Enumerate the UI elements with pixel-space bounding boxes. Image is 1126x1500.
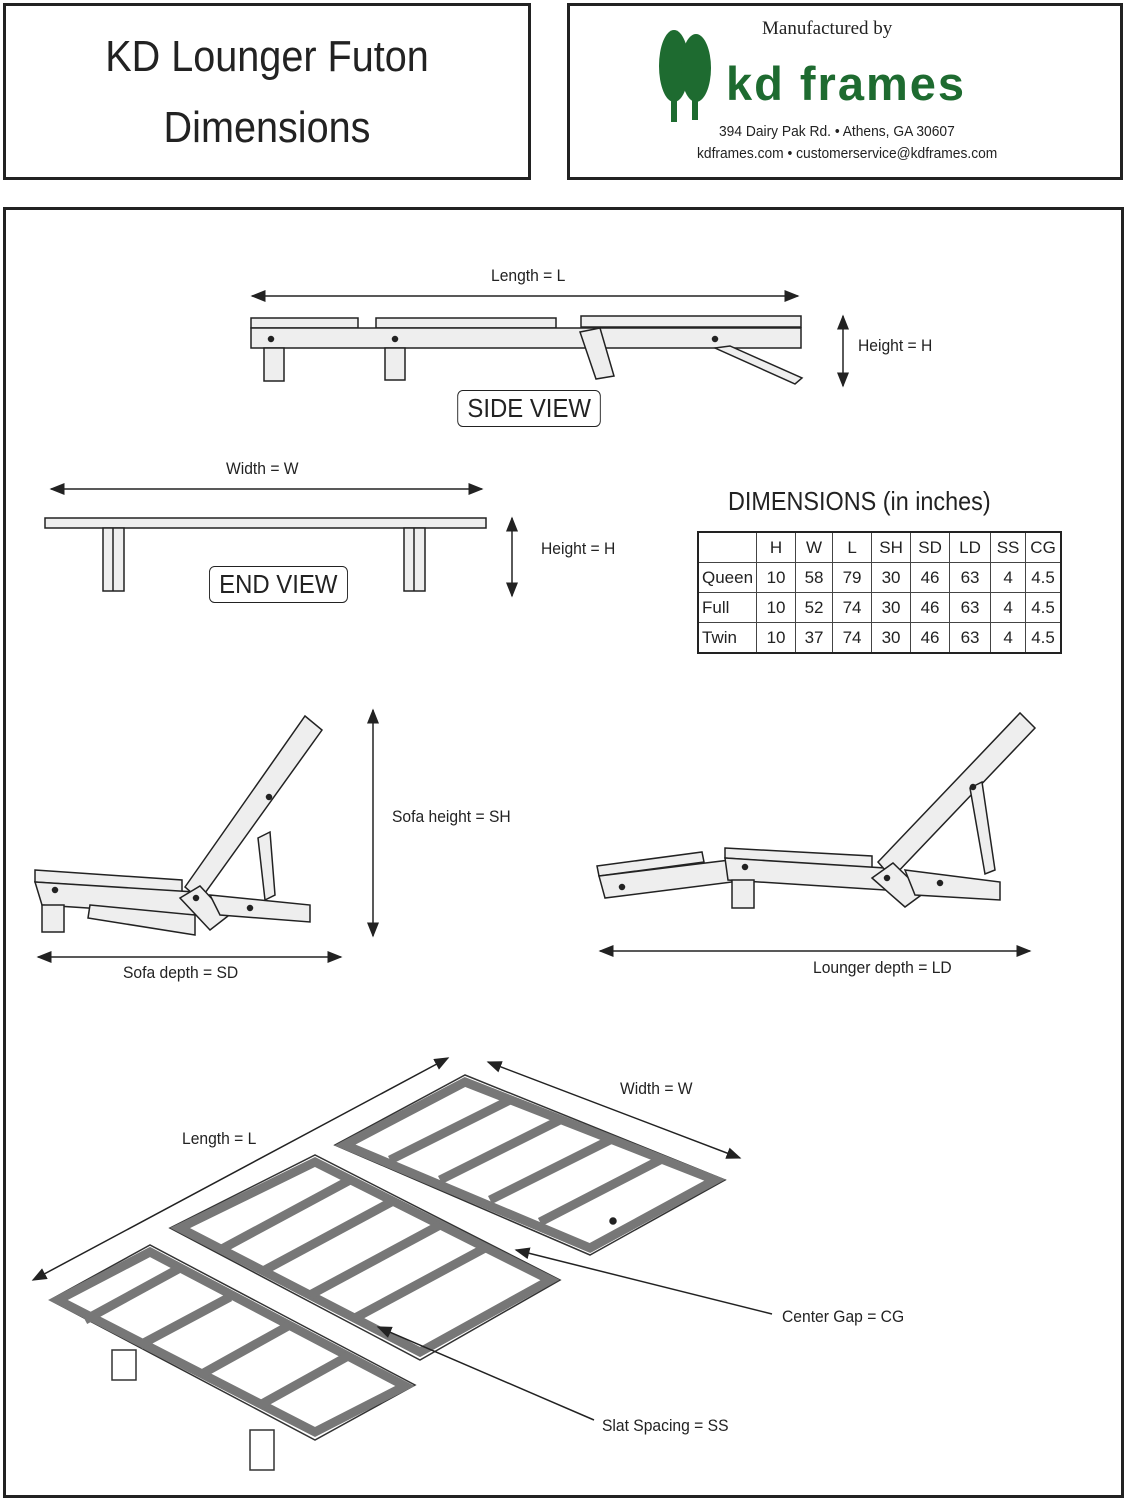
cell: 52 xyxy=(795,592,834,623)
side-view-label: SIDE VIEW xyxy=(457,390,602,427)
cell: 58 xyxy=(795,562,834,593)
cell: 4 xyxy=(990,562,1027,593)
header-cell: SD xyxy=(910,531,951,563)
cell: 4 xyxy=(990,592,1027,623)
manufactured-by: Manufactured by xyxy=(762,18,893,39)
end-width-label: Width = W xyxy=(226,459,299,478)
cell: 63 xyxy=(949,592,992,623)
sofa-position-drawing xyxy=(33,708,379,963)
cell: 4 xyxy=(990,622,1027,654)
side-length-label: Length = L xyxy=(491,266,566,285)
cell: 10 xyxy=(756,562,797,593)
cell: 37 xyxy=(795,622,834,654)
manufacturer-box: Manufactured by kd frames 394 Dairy Pak … xyxy=(567,3,1123,180)
cell: 30 xyxy=(871,562,912,593)
cell: 79 xyxy=(832,562,873,593)
sofa-height-label: Sofa height = SH xyxy=(392,807,511,826)
cell: 4.5 xyxy=(1025,622,1062,654)
table-header-row: H W L SH SD LD SS CG xyxy=(697,531,1062,563)
end-view-label: END VIEW xyxy=(209,566,348,603)
header-cell: H xyxy=(756,531,797,563)
title-line-1: KD Lounger Futon xyxy=(105,32,429,81)
header-cell: SS xyxy=(990,531,1027,563)
header-cell: W xyxy=(795,531,834,563)
brand-logo-text: kd frames xyxy=(726,57,967,110)
lounger-position-drawing xyxy=(596,711,1037,957)
row-label: Full xyxy=(697,592,758,623)
tree-logo-icon xyxy=(659,30,711,122)
row-label: Twin xyxy=(697,622,758,654)
cell: 10 xyxy=(756,622,797,654)
cell: 74 xyxy=(832,592,873,623)
lounger-depth-label: Lounger depth = LD xyxy=(813,958,952,977)
header-cell: CG xyxy=(1025,531,1062,563)
dimensions-title: DIMENSIONS (in inches) xyxy=(728,486,991,516)
cell: 63 xyxy=(949,622,992,654)
cell: 46 xyxy=(910,592,951,623)
title-box: KD Lounger Futon Dimensions xyxy=(3,3,531,180)
cell: 46 xyxy=(910,562,951,593)
address: 394 Dairy Pak Rd. • Athens, GA 30607 xyxy=(719,123,955,140)
cell: 4.5 xyxy=(1025,592,1062,623)
header-cell xyxy=(697,531,758,563)
cell: 63 xyxy=(949,562,992,593)
cell: 74 xyxy=(832,622,873,654)
side-view-drawing xyxy=(250,290,849,388)
contact: kdframes.com • customerservice@kdframes.… xyxy=(697,145,998,162)
sofa-depth-label: Sofa depth = SD xyxy=(123,963,239,982)
side-height-label: Height = H xyxy=(858,336,933,355)
center-gap-label: Center Gap = CG xyxy=(782,1307,905,1326)
end-height-label: Height = H xyxy=(541,539,616,558)
cell: 30 xyxy=(871,622,912,654)
row-label: Queen xyxy=(697,562,758,593)
header-cell: L xyxy=(832,531,873,563)
iso-width-label: Width = W xyxy=(620,1079,693,1098)
cell: 10 xyxy=(756,592,797,623)
slat-spacing-label: Slat Spacing = SS xyxy=(602,1416,729,1435)
isometric-frame-drawing xyxy=(31,1057,773,1471)
cell: 4.5 xyxy=(1025,562,1062,593)
header-cell: LD xyxy=(949,531,992,563)
cell: 46 xyxy=(910,622,951,654)
title-line-2: Dimensions xyxy=(163,103,371,152)
cell: 30 xyxy=(871,592,912,623)
iso-length-label: Length = L xyxy=(182,1129,257,1148)
end-view-drawing xyxy=(44,483,518,598)
header-cell: SH xyxy=(871,531,912,563)
diagram-box xyxy=(3,207,1124,1498)
